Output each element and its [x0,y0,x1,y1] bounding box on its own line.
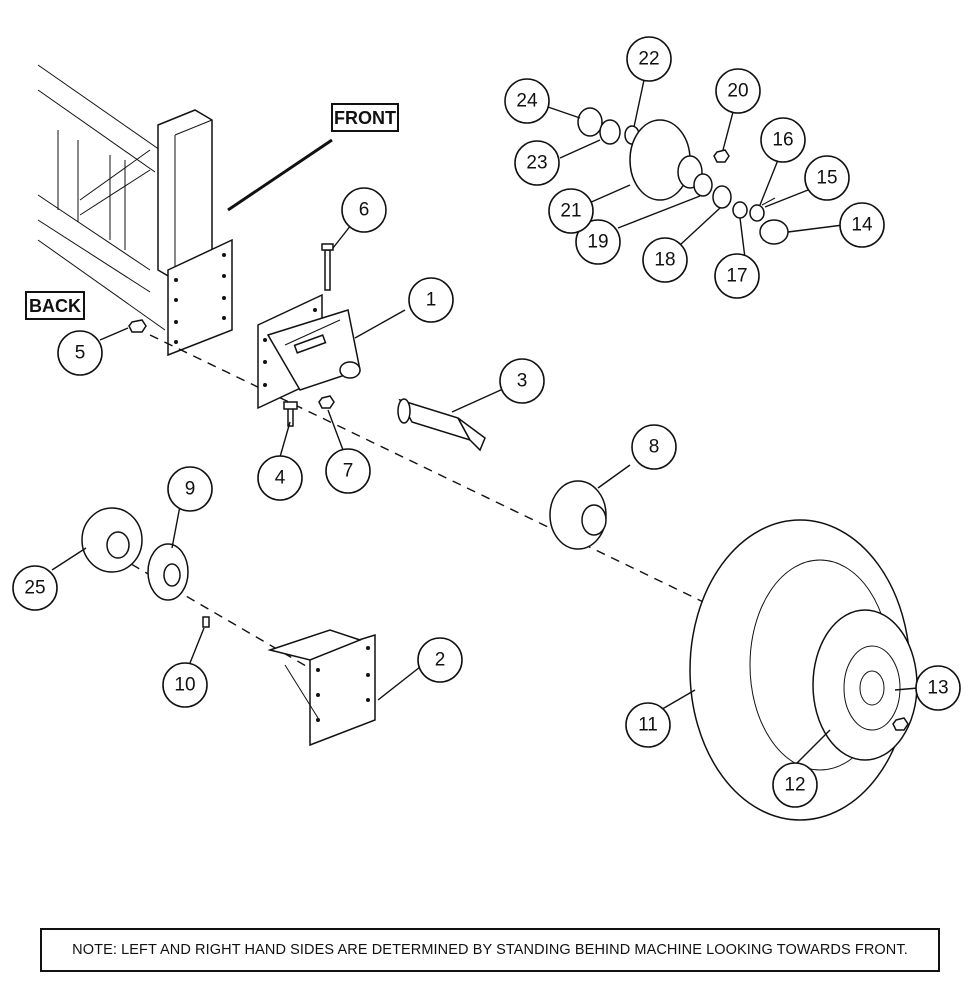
svg-text:21: 21 [560,201,581,222]
svg-text:18: 18 [654,250,675,271]
svg-text:13: 13 [927,678,948,699]
callout-16: 16 [760,117,806,163]
part-7-nut [318,395,335,409]
svg-text:15: 15 [816,168,837,189]
callout-24: 24 [504,78,550,124]
part-25-hub [81,507,143,573]
callout-9: 9 [167,466,213,512]
svg-text:BACK: BACK [29,296,81,316]
callout-4: 4 [257,455,303,501]
svg-text:2: 2 [435,650,446,671]
svg-text:14: 14 [851,215,873,236]
part-19-cup [693,173,713,197]
machine-frame [37,64,333,357]
part-10-bolt [202,616,210,628]
svg-text:12: 12 [784,775,805,796]
note-text: NOTE: LEFT AND RIGHT HAND SIDES ARE DETE… [40,928,940,972]
callout-14: 14 [839,202,885,248]
callout-5: 5 [57,330,103,376]
part-9-flange [147,543,189,601]
part-6-bolt [321,243,334,291]
callout-19: 19 [575,219,621,265]
part-8-hub [549,480,607,550]
part-16-nut [749,204,765,222]
callout-8: 8 [631,424,677,470]
svg-text:8: 8 [649,437,660,458]
svg-text:5: 5 [75,343,86,364]
callout-7: 7 [325,448,371,494]
leader-lines [51,79,919,766]
callout-13: 13 [915,665,961,711]
part-2-bracket [267,629,376,747]
callout-10: 10 [162,662,208,708]
part-21-hub [629,119,703,201]
svg-text:22: 22 [638,49,659,70]
svg-text:25: 25 [24,578,45,599]
part-13-nut [892,717,909,731]
callout-25: 25 [12,565,58,611]
part-17-washer [732,201,748,219]
svg-text:20: 20 [727,81,748,102]
svg-text:3: 3 [517,371,528,392]
callout-20: 20 [715,68,761,114]
callout-18: 18 [642,237,688,283]
svg-text:11: 11 [638,715,658,736]
svg-text:17: 17 [726,266,747,287]
part-1-axle-bracket [257,293,361,410]
part-12-rim [812,609,918,761]
part-5-nut [128,319,147,333]
callout-3: 3 [499,358,545,404]
svg-text:9: 9 [185,479,196,500]
svg-text:24: 24 [516,91,538,112]
svg-text:23: 23 [526,153,547,174]
callout-2: 2 [417,637,463,683]
callout-6: 6 [341,187,387,233]
svg-text:16: 16 [772,130,793,151]
svg-text:7: 7 [343,461,354,482]
callout-22: 22 [626,36,672,82]
callout-1: 1 [408,277,454,323]
front-label: FRONT [331,103,399,132]
svg-text:1: 1 [426,290,437,311]
callout-21: 21 [548,188,594,234]
callout-11: 11 [625,702,671,748]
svg-text:FRONT: FRONT [334,108,396,128]
part-24-seal [577,107,603,137]
part-14-cap [759,219,789,245]
svg-text:19: 19 [587,232,608,253]
callout-17: 17 [714,253,760,299]
part-4-bolt [283,401,298,427]
part-20-stud [713,149,730,163]
part-23-bearing [599,119,621,145]
callout-12: 12 [772,762,818,808]
part-18-bearing [712,185,732,209]
svg-text:4: 4 [275,468,286,489]
callout-23: 23 [514,140,560,186]
part-15-pin [761,197,776,206]
back-label: BACK [25,291,85,320]
svg-text:6: 6 [359,200,370,221]
callout-15: 15 [804,155,850,201]
svg-text:10: 10 [174,675,195,696]
part-3-spindle [397,398,486,452]
